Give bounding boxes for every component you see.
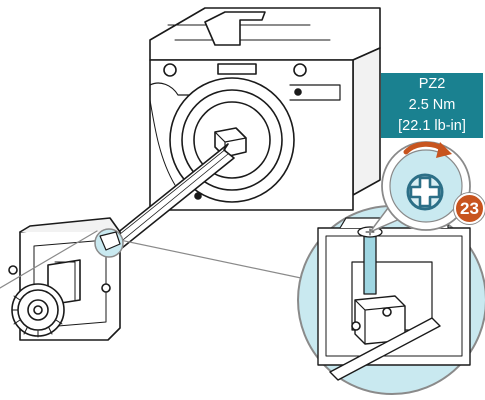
rotate-clockwise-icon	[403, 141, 452, 158]
detail-zoom-circle	[297, 205, 485, 395]
torque-imperial-label: [22.1 lb-in]	[398, 118, 466, 134]
pozidriv-screw-head-icon	[406, 173, 444, 211]
screwdriver-bit-label: PZ2	[418, 76, 446, 92]
rotary-knob	[11, 259, 81, 338]
zoom-indicator	[0, 228, 321, 289]
step-number-badge: 23	[454, 193, 485, 224]
torque-metric-label: 2.5 Nm	[408, 97, 456, 113]
torque-spec-callout: PZ2 2.5 Nm [22.1 lb-in]	[381, 73, 483, 138]
